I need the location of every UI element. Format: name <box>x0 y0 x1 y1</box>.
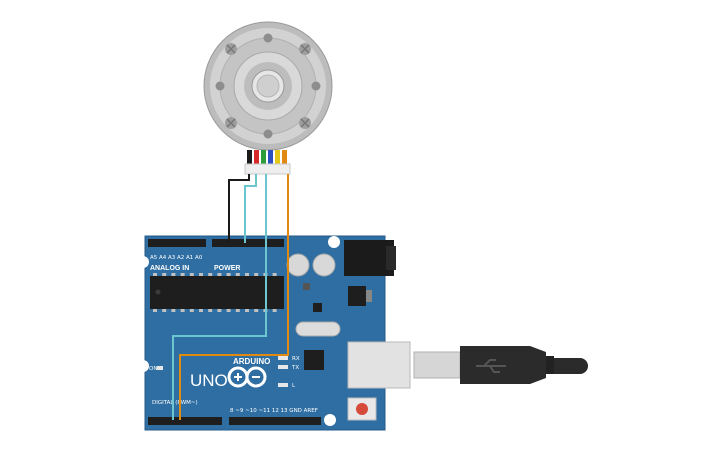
usb-plug-metal <box>413 351 461 379</box>
voltage-regulator <box>348 286 366 306</box>
motor-screw <box>299 117 311 129</box>
microcontroller-chip <box>150 276 284 309</box>
motor-screw <box>225 117 237 129</box>
chip-notch <box>155 289 161 295</box>
mount-hole <box>324 414 336 426</box>
chip-pin <box>226 309 231 312</box>
chip-pin <box>254 273 259 276</box>
motor-hole <box>263 129 273 139</box>
analog-in-label: ANALOG IN <box>150 265 189 272</box>
wires <box>172 174 289 420</box>
on-label: ON <box>149 366 157 372</box>
chip-pin <box>208 273 213 276</box>
chip-pin <box>153 309 157 312</box>
wire-cyan-signal[interactable] <box>172 174 267 420</box>
usb-interface-chip <box>304 350 324 370</box>
regulator-tab <box>366 290 372 302</box>
chip-pin <box>226 273 231 276</box>
arduino-brand: ARDUINO <box>233 357 270 366</box>
chip-pin <box>189 309 194 312</box>
chip-pin <box>180 309 185 312</box>
chip-pin <box>180 273 185 276</box>
analog-header[interactable] <box>148 239 206 247</box>
wire-cyan-power[interactable] <box>244 174 257 243</box>
digital-label: DIGITAL (PWM~) <box>152 400 198 406</box>
chip-pin <box>254 309 259 312</box>
small-component <box>303 283 310 290</box>
wire-orange-signal[interactable] <box>179 174 289 420</box>
analog-pin-labels: A5 A4 A3 A2 A1 A0 <box>150 255 203 261</box>
chip-pin <box>162 273 167 276</box>
chip-pin <box>245 309 249 312</box>
chip-pin <box>235 309 240 312</box>
power-header[interactable] <box>212 239 284 247</box>
power-label: POWER <box>214 265 240 272</box>
digital-pin-labels: 8 ~9 ~10 ~11 12 13 GND AREF <box>230 408 318 414</box>
l-led <box>278 383 288 387</box>
chip-pin <box>153 273 157 276</box>
chip-pin <box>162 309 167 312</box>
encoder-motor[interactable] <box>203 21 333 151</box>
chip-pin <box>199 309 203 312</box>
chip-pin <box>235 273 240 276</box>
dc-power-jack[interactable] <box>344 240 394 276</box>
capacitor <box>312 253 336 277</box>
rx-led <box>278 356 288 360</box>
chip-pin <box>199 273 203 276</box>
usb-icon <box>476 359 506 373</box>
motor-hole <box>215 81 225 91</box>
dc-jack-end <box>386 246 396 270</box>
capacitor <box>286 253 310 277</box>
usb-b-port[interactable] <box>347 341 411 389</box>
motor-hole <box>263 33 273 43</box>
l-label: L <box>292 383 296 389</box>
motor-connector <box>244 163 291 175</box>
chip-pin <box>189 273 194 276</box>
wire-black[interactable] <box>228 174 250 243</box>
digital-header-low[interactable] <box>148 417 222 425</box>
chip-pin <box>217 273 222 276</box>
chip-pin <box>171 273 176 276</box>
crystal-oscillator <box>295 321 341 337</box>
motor-wire-bundle <box>244 150 291 175</box>
chip-pin <box>272 273 277 276</box>
usb-cable-end <box>554 358 588 374</box>
chip-pin <box>245 273 249 276</box>
chip-pin <box>272 309 277 312</box>
usb-cable[interactable] <box>413 346 588 384</box>
arduino-board[interactable]: ANALOG IN POWER A5 A4 A3 A2 A1 A0 RX TX … <box>137 235 411 431</box>
motor-hole <box>311 81 321 91</box>
rx-label: RX <box>292 356 300 362</box>
chip-pin <box>171 309 176 312</box>
digital-header-high[interactable] <box>229 417 321 425</box>
mount-hole <box>328 236 340 248</box>
small-ic <box>313 303 322 312</box>
mount-hole <box>137 360 149 372</box>
motor-screw <box>225 43 237 55</box>
chip-pin <box>217 309 222 312</box>
motor-screw <box>299 43 311 55</box>
uno-label: UNO <box>190 371 228 390</box>
chip-pin <box>208 309 213 312</box>
tx-led <box>278 365 288 369</box>
tx-label: TX <box>291 365 299 371</box>
on-led <box>157 366 163 370</box>
reset-button-cap[interactable] <box>356 403 368 415</box>
mount-hole <box>137 256 149 268</box>
arduino-logo <box>227 366 267 388</box>
